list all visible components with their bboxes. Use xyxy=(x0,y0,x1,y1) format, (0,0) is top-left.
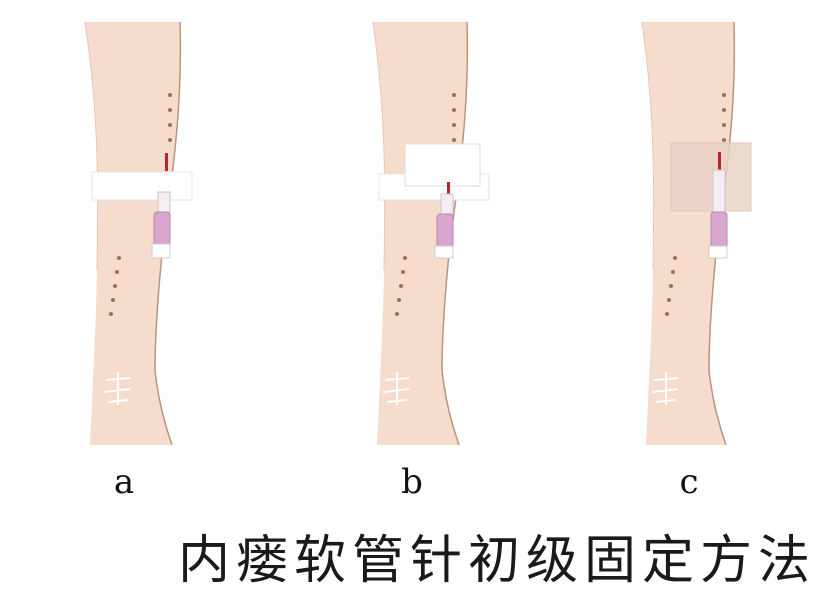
panel-label-c: c xyxy=(679,462,699,502)
puncture-dots-lower xyxy=(665,256,677,316)
panel-b xyxy=(277,0,554,445)
panel-label-a: a xyxy=(113,462,135,502)
catheter-icon xyxy=(434,182,454,259)
puncture-dots-upper xyxy=(722,93,726,142)
puncture-dots-upper xyxy=(168,93,172,142)
arm-illustration-b xyxy=(372,21,490,445)
transparent-film-dressing xyxy=(670,142,752,212)
figure-caption: 内瘘软管针初级固定方法 xyxy=(178,531,817,591)
arm-illustration-c xyxy=(641,21,752,445)
catheter-icon xyxy=(151,153,171,259)
vein-marks xyxy=(651,372,679,405)
puncture-dots-upper xyxy=(452,93,456,142)
panel-label-b: b xyxy=(401,462,423,502)
puncture-dots-lower xyxy=(109,256,121,316)
arm-illustration-a xyxy=(84,21,193,445)
panel-a xyxy=(0,0,277,445)
vein-marks xyxy=(382,372,410,405)
vein-marks xyxy=(103,372,131,405)
gauze-pad xyxy=(404,143,481,187)
panel-c xyxy=(554,0,831,445)
puncture-dots-lower xyxy=(395,256,407,316)
transverse-tape xyxy=(91,171,193,201)
catheter-icon xyxy=(708,152,728,259)
